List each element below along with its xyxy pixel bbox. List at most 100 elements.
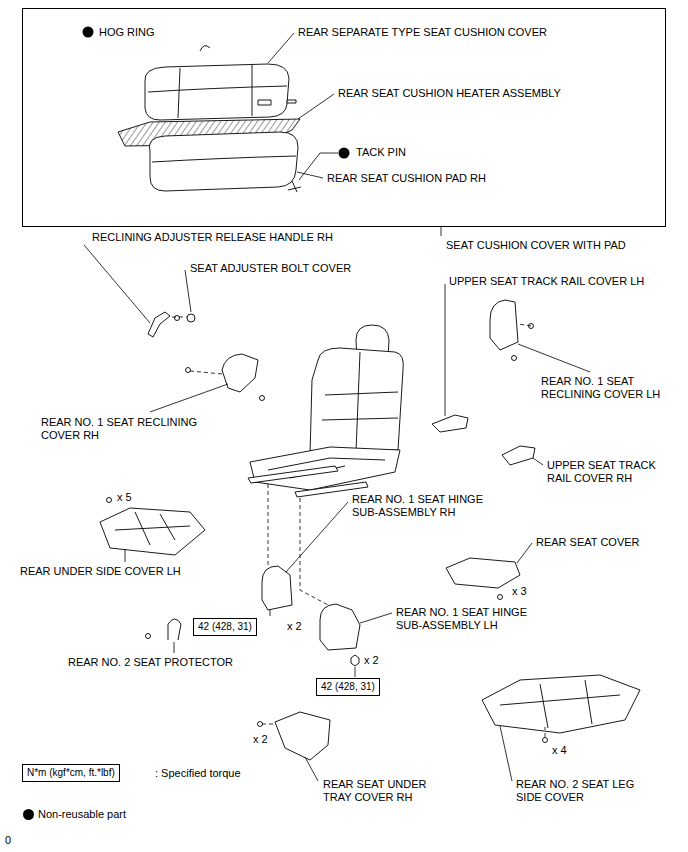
callout-label: HOG RING (99, 26, 155, 39)
legend-text: Non-reusable part (38, 808, 126, 821)
part-name: REAR NO. 1 SEAT HINGE SUB-ASSEMBLY RH (352, 493, 497, 519)
leader-line (185, 270, 191, 312)
leg-side-cover (482, 675, 640, 733)
tack-pin (288, 181, 301, 192)
seat-rail (248, 466, 338, 483)
part-name: REAR SEPARATE TYPE SEAT CUSHION COVER (298, 26, 547, 39)
reclining-cover-lh (490, 300, 518, 350)
torque-box: 42 (428, 31) (316, 678, 380, 696)
pad-seam (152, 156, 296, 162)
leader-line (84, 245, 150, 323)
torque-box: 42 (428, 31) (193, 618, 257, 636)
legend-note: : Specified torque (155, 767, 241, 780)
box-text: N*m (kgf*cm, ft.*lbf) (27, 766, 115, 780)
part-name: REAR SEAT COVER (536, 536, 640, 549)
non-reusable-mark (83, 27, 94, 38)
rail-cover-lh (432, 415, 468, 432)
cover-tab (258, 100, 271, 105)
quantity: x 2 (287, 620, 302, 633)
part-name: REAR UNDER SIDE COVER LH (20, 565, 181, 578)
screw (107, 498, 112, 503)
assembly-line (518, 324, 531, 326)
leader-line (533, 458, 543, 465)
seatback (310, 348, 403, 455)
cushion-cover (145, 64, 289, 120)
screw (175, 316, 180, 321)
legend-swatch (23, 809, 34, 820)
hinge-lh (320, 604, 360, 650)
part-name: REAR NO. 2 SEAT PROTECTOR (68, 656, 233, 669)
rail-cover-rh (502, 446, 535, 465)
leader-line (150, 384, 228, 412)
leader-line (441, 227, 442, 236)
torque-legend-box: N*m (kgf*cm, ft.*lbf) (22, 764, 120, 782)
box-text: 42 (428, 31) (198, 620, 252, 634)
box-text: 42 (428, 31) (321, 680, 375, 694)
part-name: SEAT ADJUSTER BOLT COVER (190, 262, 351, 275)
leader-line (500, 726, 512, 781)
leader-line (518, 344, 590, 372)
under-tray-cover (275, 712, 330, 760)
seat-protector (168, 619, 181, 640)
cover-clip (287, 100, 296, 103)
leader-line (125, 549, 126, 562)
group-frame: SEAT CUSHION COVER WITH PAD (22, 8, 666, 227)
under-side-cover (100, 508, 205, 555)
assembly-line (172, 317, 187, 318)
leader-line (297, 172, 323, 178)
hog-ring (200, 46, 210, 51)
part-name: REAR SEAT CUSHION HEATER ASSEMBLY (338, 87, 561, 100)
leg-side-cover-detail (500, 680, 620, 728)
leader-line (445, 284, 446, 416)
leader-line (298, 94, 334, 119)
part-name: RECLINING ADJUSTER RELEASE HANDLE RH (92, 231, 333, 244)
screw (186, 368, 191, 373)
release-handle (148, 312, 170, 337)
part-name: REAR NO. 1 SEAT RECLINING COVER LH (541, 375, 671, 401)
bolt-cover (187, 314, 195, 322)
leader-line (268, 33, 294, 63)
screw (260, 396, 265, 401)
cushion-cover-seams (148, 65, 287, 118)
part-name: UPPER SEAT TRACK RAIL COVER RH (547, 459, 665, 485)
screw (146, 634, 151, 639)
assembly-line (262, 724, 276, 725)
quantity: x 3 (512, 585, 527, 598)
quantity: x 4 (552, 744, 567, 757)
nut (351, 655, 359, 666)
screw (512, 356, 517, 361)
non-reusable-mark (339, 148, 350, 159)
hinge-rh (262, 566, 292, 610)
part-name: UPPER SEAT TRACK RAIL COVER LH (449, 275, 644, 288)
screw (543, 738, 548, 743)
part-name: REAR NO. 2 SEAT LEG SIDE COVER (516, 778, 641, 804)
figure-code: 0 (5, 834, 11, 847)
under-side-cover-detail (115, 512, 190, 545)
screw (498, 595, 503, 600)
assembly-line (190, 371, 222, 374)
group-title: SEAT CUSHION COVER WITH PAD (446, 238, 626, 252)
leader-line (305, 757, 318, 781)
leader-line (355, 667, 356, 677)
leader-line (174, 642, 175, 653)
assembly-line (268, 484, 269, 566)
leader-line (360, 613, 392, 623)
leader-line (286, 502, 348, 572)
leader-line (517, 543, 532, 563)
part-name: REAR NO. 1 SEAT RECLINING COVER RH (41, 416, 216, 442)
part-name: REAR SEAT CUSHION PAD RH (327, 172, 486, 185)
screw (258, 722, 263, 727)
callout-label: TACK PIN (356, 146, 406, 159)
quantity: x 5 (117, 491, 132, 504)
quantity: x 2 (364, 654, 379, 667)
part-name: REAR NO. 1 SEAT HINGE SUB-ASSEMBLY LH (396, 606, 541, 632)
reclining-cover-rh (222, 354, 258, 392)
part-name: REAR SEAT UNDER TRAY COVER RH (323, 778, 435, 804)
rear-seat-cover (446, 558, 520, 588)
leader-line (270, 610, 271, 616)
cushion-pad (149, 132, 298, 191)
seatback-seams (322, 352, 398, 452)
assembly-line (300, 498, 330, 606)
assembly-line (545, 727, 546, 737)
